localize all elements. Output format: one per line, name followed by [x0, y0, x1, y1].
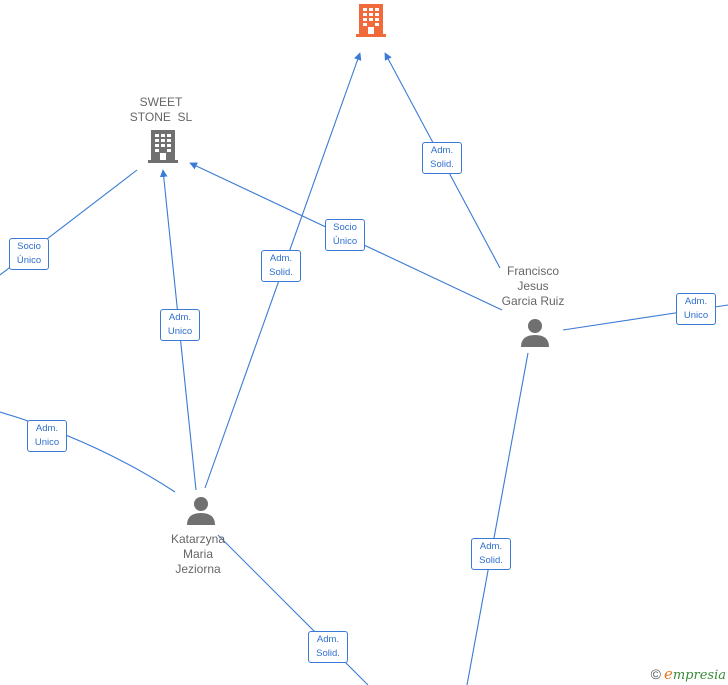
building-icon-top-company[interactable] — [356, 2, 386, 38]
badge-line1: Adm. — [430, 145, 454, 156]
brand-name: mpresia — [672, 668, 726, 683]
katarzyna-line1: Katarzyna — [170, 532, 226, 546]
francisco-line2: Jesus — [517, 279, 549, 293]
sweet-stone-label[interactable]: SWEET STONE SL — [130, 95, 192, 125]
badge-line2: Solid. — [479, 555, 503, 566]
badge-adm-solid-top[interactable]: Adm. Solid. — [422, 142, 462, 174]
badge-adm-solid-right[interactable]: Adm. Solid. — [471, 538, 511, 570]
badge-line1: Socio — [333, 222, 357, 233]
edge-francisco-to-bottom — [466, 352, 529, 685]
badge-adm-solid-bottom[interactable]: Adm. Solid. — [308, 631, 348, 663]
person-icon-francisco[interactable] — [520, 318, 550, 348]
francisco-label[interactable]: Francisco Jesus Garcia Ruiz — [502, 264, 565, 309]
katarzyna-label[interactable]: Katarzyna Maria Jeziorna — [171, 532, 225, 577]
copyright-symbol: © — [650, 666, 661, 682]
francisco-line3: Garcia Ruiz — [501, 294, 565, 308]
badge-adm-unico-mid[interactable]: Adm. Unico — [160, 309, 200, 341]
person-icon-katarzyna[interactable] — [186, 496, 216, 526]
badge-socio-unico-center[interactable]: Socio Único — [325, 219, 365, 251]
badge-line1: Adm. — [316, 634, 340, 645]
badge-line2: Único — [16, 255, 42, 266]
badge-line2: Solid. — [430, 159, 454, 170]
badge-line1: Adm. — [269, 253, 293, 264]
badge-line1: Socio — [17, 241, 41, 252]
badge-line1: Adm. — [684, 296, 708, 307]
badge-line2: Unico — [683, 310, 709, 321]
badge-line2: Unico — [34, 437, 60, 448]
badge-line2: Único — [332, 236, 358, 247]
badge-line1: Adm. — [168, 312, 192, 323]
sweet-stone-label-line1: SWEET — [139, 95, 183, 109]
empresia-watermark: ©empresia — [651, 665, 726, 683]
francisco-line1: Francisco — [506, 264, 559, 278]
badge-line2: Solid. — [269, 267, 293, 278]
badge-socio-unico-left[interactable]: Socio Único — [9, 238, 49, 270]
badge-adm-unico-right[interactable]: Adm. Unico — [676, 293, 716, 325]
brand-letter-e: e — [663, 665, 673, 683]
sweet-stone-label-line2: STONE SL — [129, 110, 193, 124]
katarzyna-line2: Maria — [182, 547, 213, 561]
badge-line1: Adm. — [35, 423, 59, 434]
badge-line2: Unico — [167, 326, 193, 337]
badge-line1: Adm. — [479, 541, 503, 552]
badge-adm-unico-left[interactable]: Adm. Unico — [27, 420, 67, 452]
badge-line2: Solid. — [316, 648, 340, 659]
building-icon-sweet-stone[interactable] — [148, 128, 178, 164]
edge-left-to-katarzyna — [0, 411, 176, 493]
badge-adm-solid-mid[interactable]: Adm. Solid. — [261, 250, 301, 282]
katarzyna-line3: Jeziorna — [175, 562, 221, 576]
